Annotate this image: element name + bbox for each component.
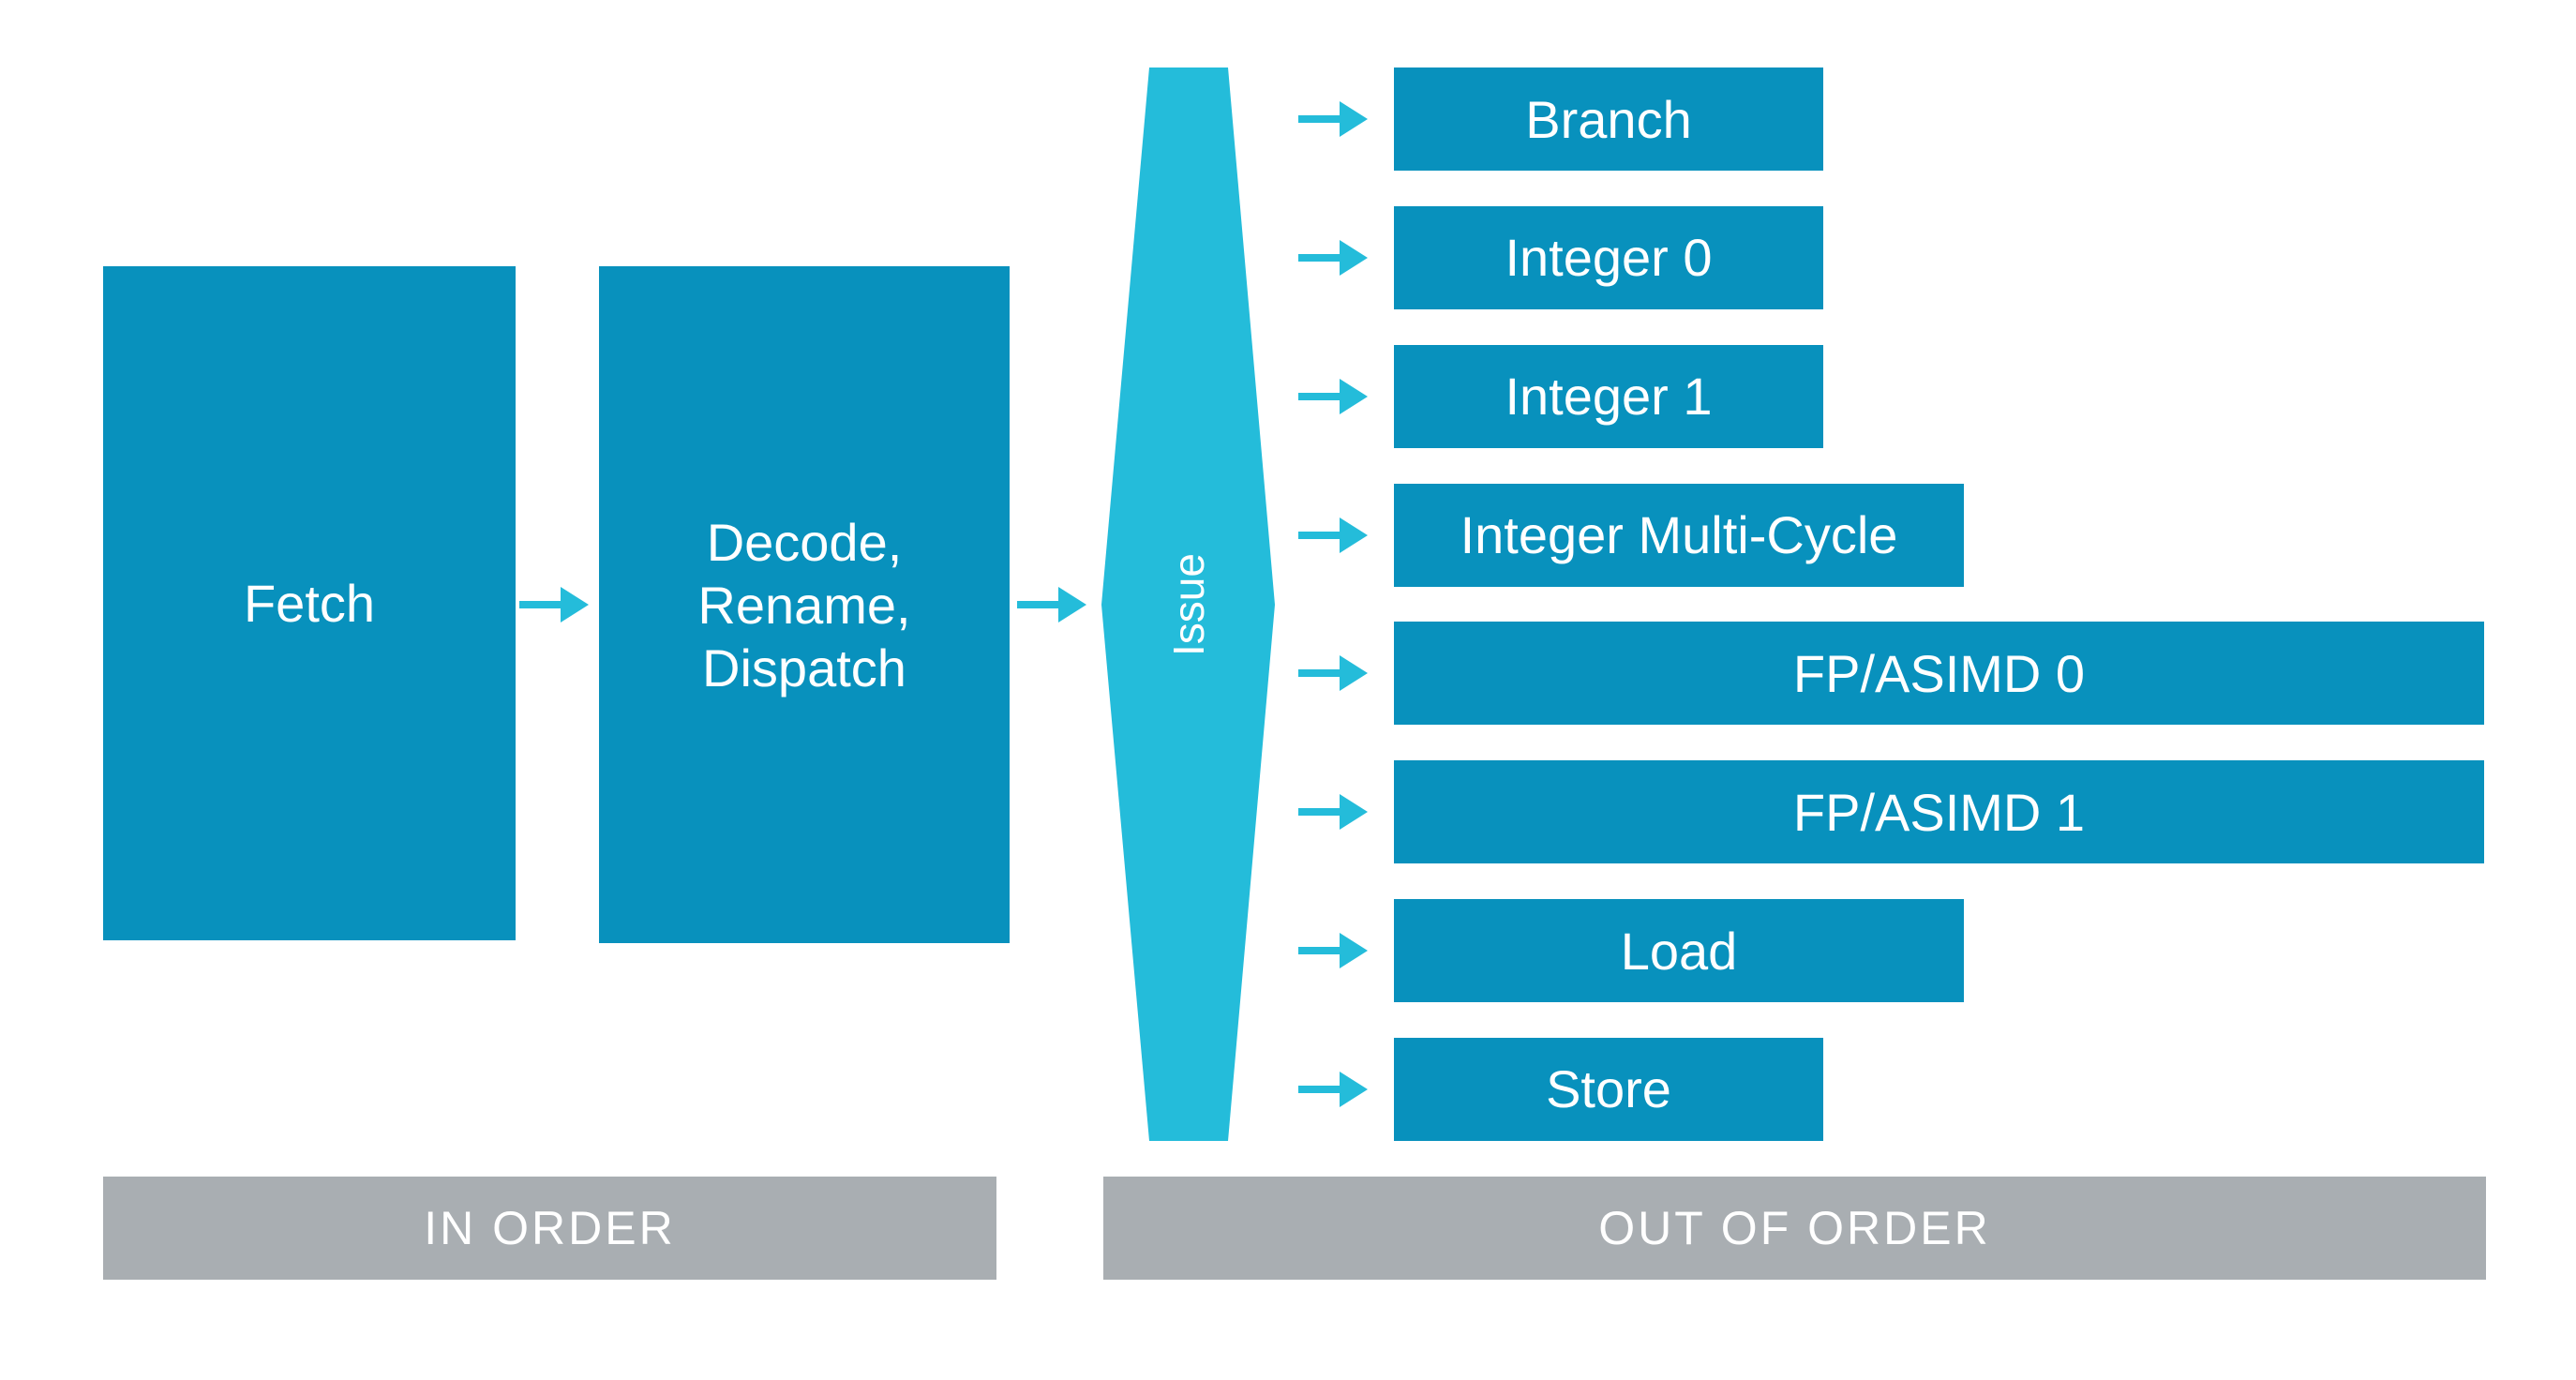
fetch-stage-label: Fetch xyxy=(243,574,376,633)
exec-unit-label: Branch xyxy=(1525,89,1692,149)
exec-unit-box-fp-asimd-1: FP/ASIMD 1 xyxy=(1394,760,2484,864)
execution-units-column: Branch Integer 0 Integer 1 xyxy=(1298,68,2484,1141)
exec-unit-label: Integer Multi-Cycle xyxy=(1460,505,1898,565)
decode-line-1: Decode, xyxy=(706,512,903,572)
exec-unit-row-store: Store xyxy=(1298,1037,2484,1141)
flow-arrow-icon xyxy=(1298,1071,1368,1107)
flow-arrow-icon xyxy=(1298,378,1368,414)
exec-unit-row-integer-multi-cycle: Integer Multi-Cycle xyxy=(1298,483,2484,587)
flow-arrow-icon xyxy=(519,587,589,622)
flow-arrow-icon xyxy=(1298,794,1368,831)
exec-unit-box-load: Load xyxy=(1394,899,1964,1003)
decode-line-3: Dispatch xyxy=(702,638,906,698)
exec-unit-label: FP/ASIMD 1 xyxy=(1792,782,2086,842)
exec-unit-row-integer-0: Integer 0 xyxy=(1298,205,2484,309)
exec-unit-row-load: Load xyxy=(1298,899,2484,1003)
out-of-order-banner: OUT OF ORDER xyxy=(1103,1177,2486,1280)
flow-arrow-icon xyxy=(1298,517,1368,553)
exec-unit-label: Load xyxy=(1620,921,1738,981)
in-order-banner: IN ORDER xyxy=(103,1177,996,1280)
exec-unit-label: Integer 1 xyxy=(1505,367,1713,427)
flow-arrow-icon xyxy=(1298,101,1368,137)
flow-arrow-icon xyxy=(1017,587,1086,622)
flow-arrow-icon xyxy=(1298,655,1368,692)
out-of-order-banner-label: OUT OF ORDER xyxy=(1598,1202,1991,1254)
exec-unit-label: Integer 0 xyxy=(1505,228,1713,288)
flow-arrow-icon xyxy=(1298,933,1368,969)
exec-unit-row-branch: Branch xyxy=(1298,68,2484,171)
exec-unit-box-fp-asimd-0: FP/ASIMD 0 xyxy=(1394,622,2484,726)
exec-unit-row-fp-asimd-0: FP/ASIMD 0 xyxy=(1298,622,2484,726)
exec-unit-label: FP/ASIMD 0 xyxy=(1792,643,2086,703)
decode-stage-label: Decode, Rename, Dispatch xyxy=(697,511,910,699)
exec-unit-box-branch: Branch xyxy=(1394,68,1823,171)
exec-unit-box-integer-0: Integer 0 xyxy=(1394,205,1823,309)
flow-arrow-icon xyxy=(1298,239,1368,276)
exec-unit-row-integer-1: Integer 1 xyxy=(1298,344,2484,448)
exec-unit-label: Store xyxy=(1546,1059,1671,1119)
issue-stage-shape xyxy=(1101,68,1275,1141)
decode-rename-dispatch-box: Decode, Rename, Dispatch xyxy=(599,266,1010,943)
exec-unit-box-store: Store xyxy=(1394,1037,1823,1141)
exec-unit-box-integer-1: Integer 1 xyxy=(1394,344,1823,448)
in-order-banner-label: IN ORDER xyxy=(424,1202,676,1254)
exec-unit-row-fp-asimd-1: FP/ASIMD 1 xyxy=(1298,760,2484,864)
fetch-stage-box: Fetch xyxy=(103,266,516,940)
exec-unit-box-integer-multi-cycle: Integer Multi-Cycle xyxy=(1394,483,1964,587)
decode-line-2: Rename, xyxy=(697,575,911,635)
